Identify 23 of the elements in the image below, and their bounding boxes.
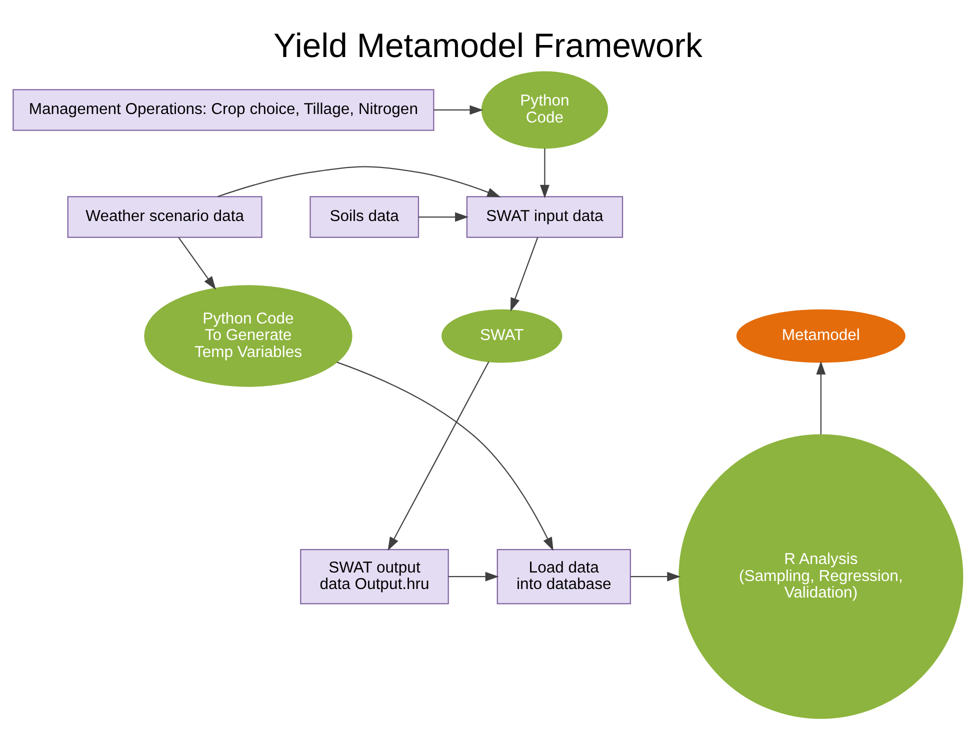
node-box: Management Operations: Crop choice, Tillage, Nitrogen <box>12 88 434 130</box>
arrow <box>434 104 484 114</box>
node-ellipse: SWAT <box>442 308 562 362</box>
node-box: SWAT input data <box>466 196 624 238</box>
arrow <box>540 148 550 198</box>
node-box: Weather scenario data <box>67 196 262 238</box>
node-ellipse: Metamodel <box>736 308 906 362</box>
arrow <box>510 236 538 311</box>
arrow <box>388 360 490 550</box>
diagram-title: Yield Metamodel Framework <box>274 26 702 65</box>
arrow <box>630 571 681 581</box>
node-box: Load data into database <box>496 548 631 604</box>
arrow <box>448 571 499 581</box>
node-ellipse: Python Code To Generate Temp Variables <box>144 284 352 386</box>
arrow <box>336 361 554 550</box>
arrow <box>418 212 469 222</box>
arrow <box>217 166 501 197</box>
arrow <box>178 236 216 290</box>
node-box: SWAT output data Output.hru <box>300 548 449 604</box>
node-ellipse: Python Code <box>481 70 608 148</box>
node-circle: R Analysis (Sampling, Regression, Validation) <box>678 434 964 718</box>
node-box: Soils data <box>310 196 420 238</box>
arrow <box>816 360 826 434</box>
